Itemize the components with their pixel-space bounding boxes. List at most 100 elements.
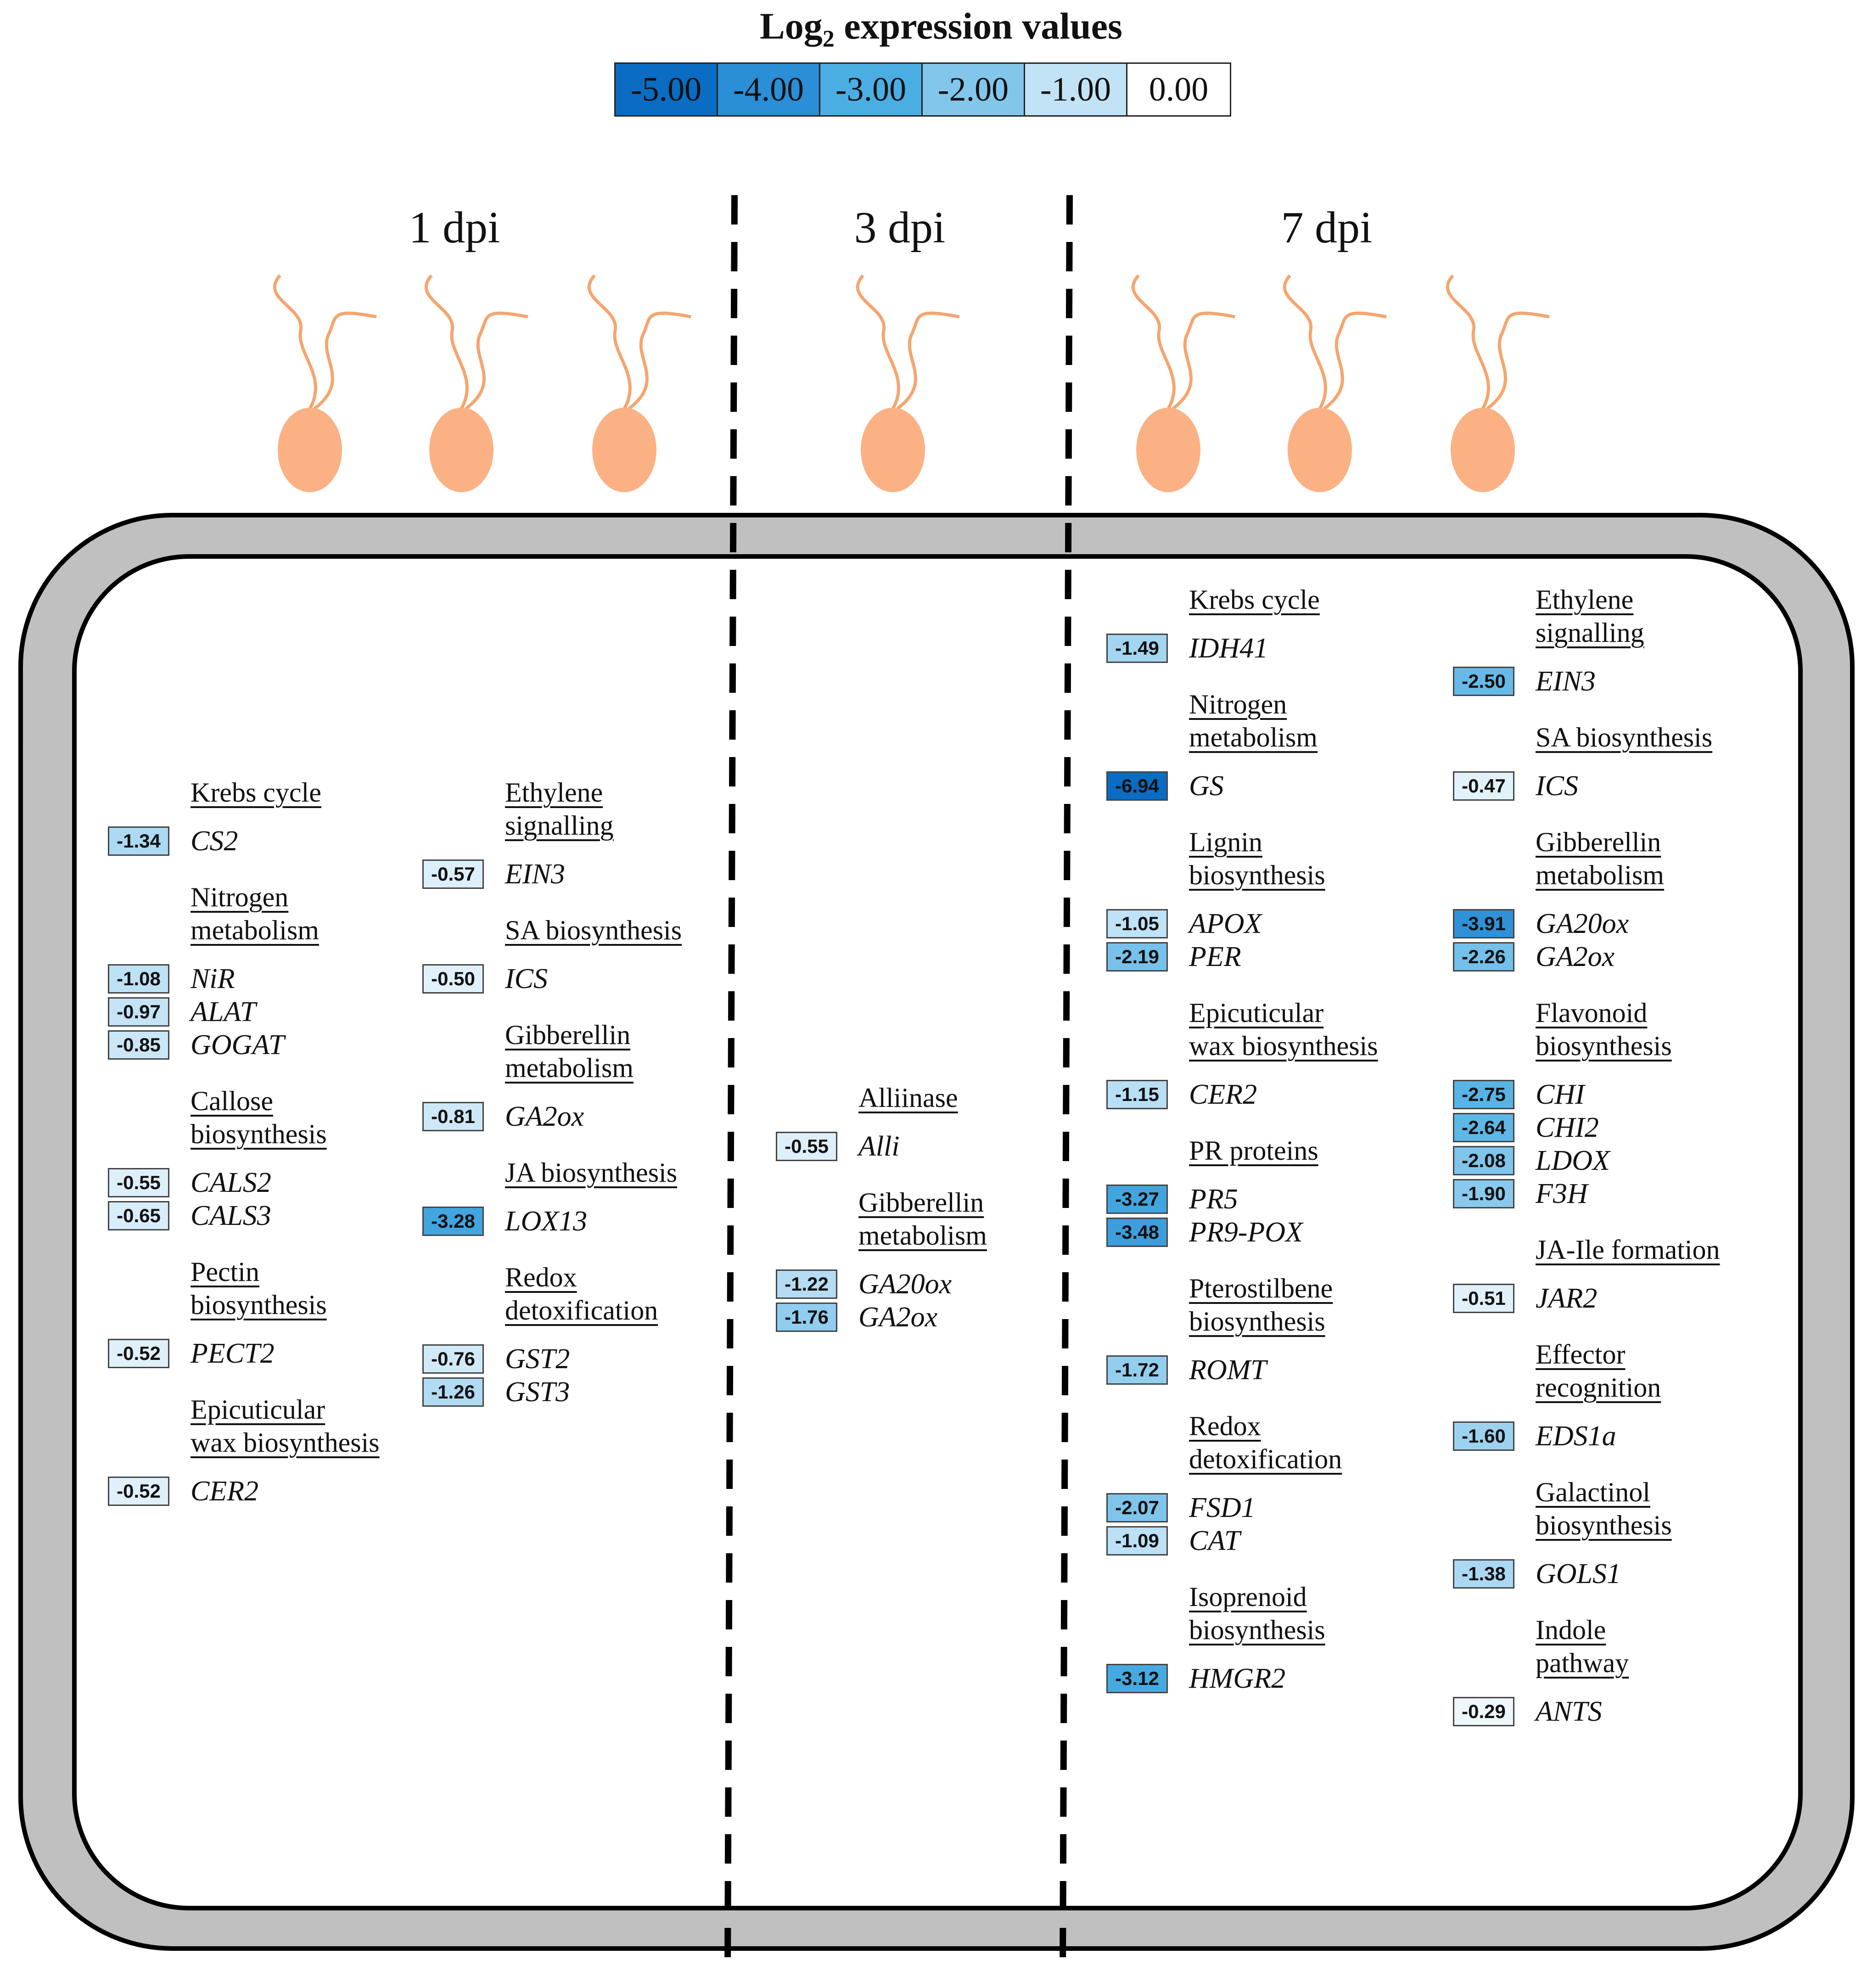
pathway-heading-line: Flavonoid [1536,998,1648,1028]
pathway-heading-line: SA biosynthesis [1536,722,1713,753]
pathway-heading-line: Epicuticular [191,1394,325,1425]
gene-name: CAT [1189,1525,1240,1556]
pathway-heading-line: JA biosynthesis [505,1157,678,1188]
flagellum [1323,311,1387,410]
expression-value-box: -0.51 [1453,1284,1514,1313]
gene-name: PR9-POX [1189,1216,1303,1248]
divider-3-7-dpi [1060,195,1073,1975]
legend-cell: -2.00 [923,64,1025,115]
pathway-heading-line: biosynthesis [191,1119,327,1149]
flagellum [424,274,469,410]
gene-name: ROMT [1189,1354,1267,1386]
gene-name: CHI [1536,1078,1585,1110]
gene-name: GA20ox [1536,908,1629,939]
pathway-heading-line: Gibberellin [505,1020,631,1050]
expression-value-box: -3.12 [1106,1664,1168,1693]
pathway-heading-line: Epicuticular [1189,998,1324,1028]
pathway-heading-line: Lignin [1189,827,1262,857]
pathway-heading-line: Callose [191,1086,273,1116]
pathway-heading-line: biosynthesis [1189,860,1325,890]
expression-value-box: -0.47 [1453,771,1514,801]
expression-value-box: -0.29 [1453,1697,1514,1726]
legend-title-main: Log [760,5,823,47]
legend-cell: -4.00 [718,64,820,115]
pathway-heading: PR proteins [1189,1134,1318,1167]
gene-name: GST2 [505,1343,570,1375]
expression-value-box: -1.26 [422,1377,484,1407]
legend-cell: -3.00 [820,64,923,115]
expression-value-box: -0.85 [108,1030,169,1060]
pathway-heading-line: signalling [505,810,614,841]
bacterium-body [1288,408,1352,492]
pathway-heading-line: Pectin [191,1257,259,1287]
pathogen-bacterium [587,274,691,492]
timepoint-label-3dpi: 3 dpi [854,203,946,253]
pathway-heading-line: wax biosynthesis [1189,1031,1378,1061]
gene-name: CALS3 [191,1200,271,1231]
gene-name: JAR2 [1536,1282,1598,1314]
bacterium-body [1136,408,1200,492]
flagellum [1446,274,1490,410]
legend-cell: -1.00 [1025,64,1127,115]
pathway-heading: SA biosynthesis [1536,721,1712,754]
pathway-heading-line: Redox [1189,1411,1261,1441]
gene-row: -3.12 HMGR2 [1106,1662,1285,1695]
pathogen-bacterium [856,274,960,492]
expression-value-box: -1.72 [1106,1355,1168,1385]
gene-name: CER2 [1189,1078,1257,1110]
expression-value-box: -0.55 [776,1132,837,1161]
gene-name: FSD1 [1189,1492,1256,1523]
pathway-heading-line: biosynthesis [191,1290,327,1320]
expression-value-box: -0.81 [422,1102,484,1131]
expression-value-box: -3.27 [1106,1185,1168,1214]
pathogen-bacterium [1446,274,1550,492]
gene-name: EIN3 [1536,665,1596,697]
pathway-heading-line: PR proteins [1189,1135,1318,1166]
pathway-heading-line: Indole [1536,1615,1606,1645]
gene-row: -2.75 CHI [1453,1078,1585,1111]
legend-title-rest: expression values [834,5,1122,47]
gene-name: CER2 [191,1475,259,1507]
timepoint-label-7dpi: 7 dpi [1281,203,1373,253]
gene-name: F3H [1536,1178,1588,1209]
expression-value-box: -1.38 [1453,1559,1514,1589]
expression-value-box: -1.76 [776,1303,837,1332]
pathway-heading-line: Nitrogen [1189,689,1287,719]
bacterium-body [592,408,656,492]
gene-name: EDS1a [1536,1420,1616,1452]
legend-colorscale: -5.00 -4.00 -3.00 -2.00 -1.00 0.00 [614,62,1231,117]
gene-row: -0.51 JAR2 [1453,1282,1597,1315]
pathway-heading: Krebs cycle [1189,583,1320,616]
pathway-heading-line: Effector [1536,1339,1626,1370]
cell-wall-inner [72,554,1803,1910]
gene-name: HMGR2 [1189,1662,1286,1694]
expression-value-box: -2.75 [1453,1080,1514,1109]
gene-name: NiR [191,963,235,994]
gene-name: GST3 [505,1376,570,1408]
gene-name: ICS [1536,770,1578,802]
pathogen-bacterium [273,274,377,492]
gene-name: GS [1189,770,1224,802]
legend-title: Log2 expression values [689,5,1194,52]
bacterium-body [429,408,493,492]
expression-value-box: -1.34 [108,826,169,856]
pathway-heading-line: pathway [1536,1648,1629,1678]
